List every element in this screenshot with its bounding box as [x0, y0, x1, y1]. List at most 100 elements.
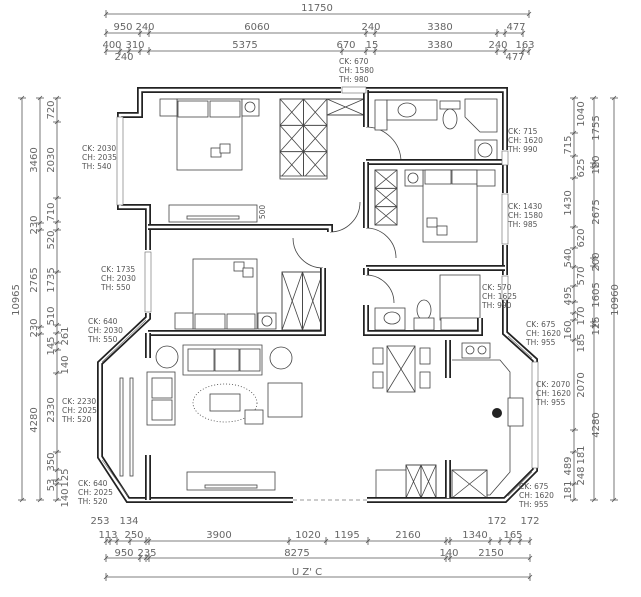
window-spec-th: TH: 955 — [518, 500, 549, 509]
top-dimension: 240 — [114, 52, 133, 63]
cushion — [151, 377, 173, 399]
tv — [204, 484, 258, 489]
door[interactable] — [329, 201, 361, 233]
right-dimension: 185 — [576, 333, 587, 352]
door[interactable] — [365, 274, 395, 304]
chair — [372, 371, 384, 389]
top-dimension: 477 — [505, 52, 524, 63]
window-spec-ch: CH: 1620 — [508, 136, 543, 145]
left-dimension: 140 — [60, 488, 71, 507]
right-dimension: 570 — [576, 266, 587, 285]
door[interactable] — [365, 126, 402, 163]
left-dimension: 350 — [46, 452, 57, 471]
slippers — [210, 147, 222, 158]
top-dimension: 5375 — [232, 40, 257, 51]
top-dimension: 15 — [366, 40, 379, 51]
window-spec-ck: CK: 1735 — [101, 265, 135, 274]
overall-height-right: 10960 — [610, 284, 621, 316]
bottom-dimension: 950 — [114, 548, 133, 559]
bottom-dimension: 3900 — [206, 530, 231, 541]
nightstand — [476, 169, 496, 187]
coffee-table — [209, 393, 241, 412]
left-dimension: 140 — [60, 355, 71, 374]
top-dimension: 240 — [361, 22, 380, 33]
right-dimension: 625 — [576, 158, 587, 177]
slippers — [436, 225, 448, 236]
door[interactable] — [365, 227, 397, 259]
right-dimension: 120 — [591, 155, 602, 174]
bottom-dimension: 172 — [520, 516, 539, 527]
window — [501, 150, 509, 166]
right-dimension: 489 — [563, 456, 574, 475]
window — [501, 193, 509, 245]
window-spec-ck: CK: 670 — [339, 57, 369, 66]
window-spec-th: TH: 985 — [507, 220, 538, 229]
top-dimension: 400 — [102, 40, 121, 51]
right-dimension: 4280 — [591, 412, 602, 437]
nightstand — [257, 312, 277, 330]
slippers — [426, 217, 438, 228]
bottom-dimension: 134 — [119, 516, 138, 527]
door[interactable] — [292, 237, 324, 269]
cabinet — [375, 469, 407, 499]
left-dimension: 510 — [46, 306, 57, 325]
window-spec-ck: CK: 1430 — [508, 202, 542, 211]
right-dimension: 1605 — [591, 282, 602, 307]
top-dimension: 240 — [488, 40, 507, 51]
window-spec-ck: CK: 675 — [519, 482, 549, 491]
window-spec-th: TH: 990 — [481, 301, 512, 310]
window-spec-ch: CH: 1620 — [536, 389, 571, 398]
window — [101, 319, 147, 363]
window-spec-ch: CH: 1620 — [519, 491, 554, 500]
top-dimension: 3380 — [427, 40, 452, 51]
pillow — [177, 100, 209, 118]
left-dimension: 720 — [46, 100, 57, 119]
pillow — [209, 100, 241, 118]
bottom-dimension: 235 — [137, 548, 156, 559]
top-dimension: 163 — [515, 40, 534, 51]
right-dimension: 181 — [563, 480, 574, 499]
left-dimension: 230 — [29, 215, 40, 234]
window-spec-ck: CK: 675 — [526, 320, 556, 329]
toilet-tank — [413, 317, 435, 331]
right-dimension: 170 — [576, 306, 587, 325]
right-dimension: 200 — [591, 252, 602, 271]
left-dimension: 710 — [46, 202, 57, 221]
side-table — [269, 346, 293, 370]
slippers — [242, 267, 254, 278]
armchair — [267, 382, 303, 418]
right-dimension: 715 — [563, 135, 574, 154]
left-dimension: 53 — [46, 479, 57, 492]
lamp — [261, 315, 273, 327]
toilet — [416, 299, 432, 321]
bottom-dimension: 1340 — [462, 530, 487, 541]
window-spec-th: TH: 520 — [61, 415, 92, 424]
cushion — [151, 399, 173, 421]
window — [531, 361, 539, 469]
left-dimension: 2330 — [46, 397, 57, 422]
window-spec-th: TH: 955 — [535, 398, 566, 407]
right-dimension: 1430 — [563, 190, 574, 215]
right-dimension: 1040 — [576, 101, 587, 126]
window-spec-th: TH: 550 — [87, 335, 118, 344]
top-dimension: 477 — [506, 22, 525, 33]
shower — [439, 274, 481, 321]
armchair — [244, 409, 264, 425]
window-spec-ck: CK: 640 — [88, 317, 118, 326]
curtain — [129, 377, 134, 477]
chair — [419, 371, 431, 389]
nightstand — [241, 98, 260, 117]
top-dimension: 670 — [336, 40, 355, 51]
window-spec-ck: CK: 2030 — [82, 144, 116, 153]
rug — [192, 383, 258, 423]
window-spec-th: TH: 955 — [525, 338, 556, 347]
window-spec-ck: CK: 2230 — [62, 397, 96, 406]
cushion — [214, 348, 240, 372]
sink — [397, 102, 417, 118]
left-dimension: 125 — [60, 468, 71, 487]
vanity — [386, 99, 438, 121]
